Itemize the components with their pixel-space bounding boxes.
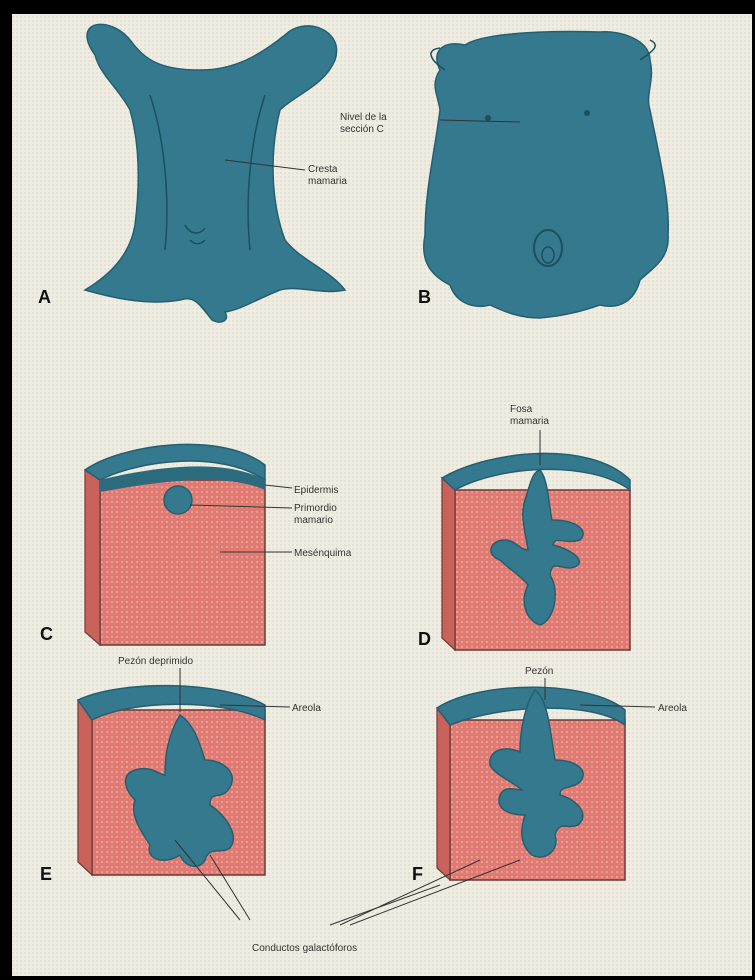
label-fosa-mamaria-line1: Fosa — [510, 404, 533, 415]
tissue-block-c — [85, 444, 265, 645]
label-pezon: Pezón — [525, 666, 553, 677]
label-primordio-mamario-line2: mamario — [294, 515, 333, 526]
label-mesenquima: Mesénquima — [294, 548, 352, 559]
label-conductos-galactoforos: Conductos galactóforos — [252, 943, 357, 954]
label-fosa-mamaria-line2: mamaria — [510, 416, 549, 427]
label-pezon-deprimido: Pezón deprimido — [118, 656, 193, 667]
label-nivel-seccion-line2: sección C — [340, 124, 384, 135]
tissue-block-e — [78, 686, 265, 875]
panel-label-c: C — [40, 624, 53, 644]
panel-label-e: E — [40, 864, 52, 884]
label-areola-f: Areola — [658, 703, 687, 714]
label-nivel-seccion-line1: Nivel de la — [340, 112, 387, 123]
label-primordio-mamario-line1: Primordio — [294, 503, 337, 514]
panel-label-d: D — [418, 629, 431, 649]
embryo-b — [424, 32, 669, 318]
label-areola-e: Areola — [292, 703, 321, 714]
panel-label-b: B — [418, 287, 431, 307]
label-epidermis: Epidermis — [294, 485, 338, 496]
panel-label-a: A — [38, 287, 51, 307]
panel-label-f: F — [412, 864, 423, 884]
label-cresta-mamaria-line1: Cresta — [308, 164, 338, 175]
label-cresta-mamaria-line2: mamaria — [308, 176, 347, 187]
